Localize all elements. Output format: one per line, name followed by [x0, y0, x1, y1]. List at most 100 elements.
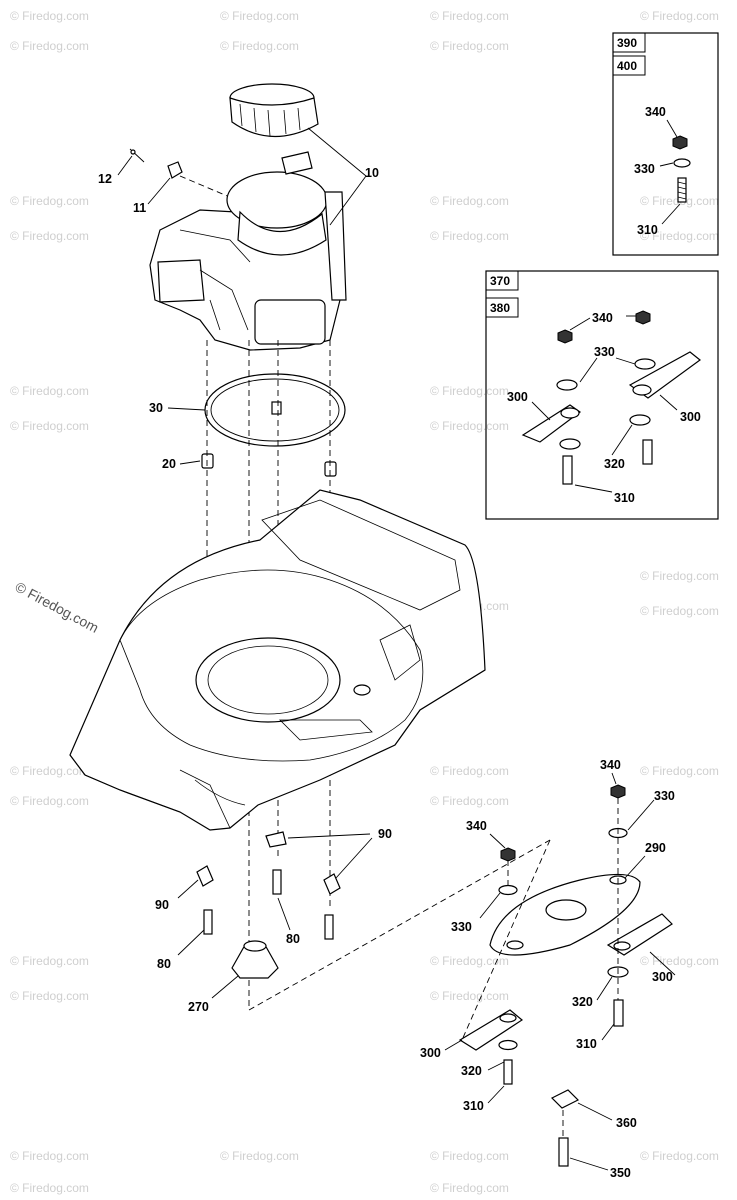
- inset-label-380: 380: [490, 301, 510, 315]
- watermark-text: © Firedog.com: [10, 1149, 89, 1163]
- starter-handle: [281, 151, 313, 175]
- watermark-text: © Firedog.com: [430, 764, 509, 778]
- blade-carrier-hub: [545, 899, 587, 921]
- bolt-icon: [324, 914, 334, 940]
- watermark-text: © Firedog.com: [640, 954, 719, 968]
- mower-deck: [69, 489, 486, 831]
- inset-label-box: [612, 32, 646, 53]
- lower-right-blade-assembly: [444, 772, 676, 1171]
- blade-hub: [632, 384, 652, 396]
- callout-360: 360: [616, 1116, 637, 1130]
- callout-310: 310: [637, 223, 658, 237]
- watermark-text: © Firedog.com: [10, 764, 89, 778]
- bolt-icon: [677, 177, 687, 203]
- callout-12: 12: [98, 172, 112, 186]
- watermark-text: © Firedog.com: [10, 384, 89, 398]
- watermark-text: © Firedog.com: [430, 954, 509, 968]
- bolt-icon: [642, 439, 653, 465]
- deck-engine-opening: [195, 637, 341, 723]
- blade-hub: [560, 407, 580, 419]
- nut-icon: [672, 135, 688, 150]
- watermark-text: © Firedog.com: [430, 794, 509, 808]
- callout-340: 340: [592, 311, 613, 325]
- washer-icon: [629, 414, 651, 426]
- callout-300: 300: [652, 970, 673, 984]
- callout-310: 310: [614, 491, 635, 505]
- callout-11: 11: [133, 201, 146, 215]
- clip-icon: [167, 161, 183, 179]
- watermark-text: © Firedog.com: [430, 194, 509, 208]
- callout-270: 270: [188, 1000, 209, 1014]
- callout-310: 310: [463, 1099, 484, 1113]
- watermark-text: © Firedog.com: [10, 194, 89, 208]
- bolt-icon: [558, 1137, 569, 1167]
- callout-330: 330: [654, 789, 675, 803]
- engine-assembly: [117, 83, 367, 1010]
- callout-layer: 12 11 10 30 20 90 90 80 80 270 340 330 3…: [98, 166, 675, 1180]
- callout-290: 290: [645, 841, 666, 855]
- callout-340: 340: [466, 819, 487, 833]
- inset-label-box: [612, 55, 646, 76]
- watermark-text: © Firedog.com: [640, 569, 719, 583]
- clip-icon: [323, 873, 341, 895]
- clip-icon: [196, 865, 214, 887]
- callout-20: 20: [162, 457, 176, 471]
- callout-320: 320: [461, 1064, 482, 1078]
- watermark-text: © Firedog.com: [430, 39, 509, 53]
- inset-label-400: 400: [617, 59, 637, 73]
- callout-300: 300: [507, 390, 528, 404]
- washer-icon: [634, 358, 656, 370]
- bolt-icon: [562, 455, 573, 485]
- inset-border: [485, 270, 719, 520]
- watermark-text: © Firedog.com: [220, 9, 299, 23]
- bolt-icon: [203, 909, 213, 935]
- callout-300: 300: [420, 1046, 441, 1060]
- spacer-icon: [324, 461, 337, 477]
- adapter-top: [243, 940, 267, 952]
- inset-label-370: 370: [490, 274, 510, 288]
- callout-330: 330: [594, 345, 615, 359]
- watermark-text: © Firedog.com: [430, 9, 509, 23]
- filter-ring-body: [229, 97, 319, 138]
- plate-icon: [550, 1089, 580, 1109]
- watermark-text: © Firedog.com: [10, 39, 89, 53]
- callout-330: 330: [634, 162, 655, 176]
- watermark-text: © Firedog.com: [220, 39, 299, 53]
- callout-80: 80: [286, 932, 300, 946]
- watermark-text: © Firedog.com: [10, 9, 89, 23]
- watermark-text: © Firedog.com: [10, 989, 89, 1003]
- deck-boss: [353, 684, 371, 696]
- engine-side-panel: [157, 259, 205, 303]
- callout-330: 330: [451, 920, 472, 934]
- watermark-text: © Firedog.com: [10, 1181, 89, 1195]
- washer-icon: [498, 1039, 518, 1051]
- deck-shell: [69, 489, 486, 831]
- spacer-icon: [271, 401, 282, 415]
- callout-300: 300: [680, 410, 701, 424]
- watermark-text: © Firedog.com: [640, 764, 719, 778]
- clip-icon: [265, 831, 287, 848]
- watermark-text: © Firedog.com: [220, 1149, 299, 1163]
- callout-310: 310: [576, 1037, 597, 1051]
- watermark-layer: © Firedog.com © Firedog.com © Firedog.co…: [10, 9, 719, 1195]
- washer-icon: [559, 438, 581, 450]
- callout-320: 320: [572, 995, 593, 1009]
- blade-carrier-hole: [506, 940, 524, 950]
- callout-340: 340: [600, 758, 621, 772]
- washer-icon: [498, 884, 518, 896]
- watermark-text: © Firedog.com: [10, 794, 89, 808]
- bolt-icon: [503, 1059, 513, 1085]
- inset-border: [612, 32, 719, 256]
- dipstick-tube: [324, 191, 347, 301]
- callout-320: 320: [604, 457, 625, 471]
- watermark-text: © Firedog.com: [430, 1181, 509, 1195]
- nut-icon: [500, 847, 516, 862]
- watermark-text: © Firedog.com: [430, 989, 509, 1003]
- nut-icon: [557, 329, 573, 344]
- watermark-text: © Firedog.com: [430, 419, 509, 433]
- inset-box-370-380: 370 380 340 330 300 300 320 310: [485, 270, 719, 520]
- muffler: [254, 299, 326, 345]
- inset-label-box: [485, 297, 519, 318]
- watermark-text: © Firedog.com: [430, 229, 509, 243]
